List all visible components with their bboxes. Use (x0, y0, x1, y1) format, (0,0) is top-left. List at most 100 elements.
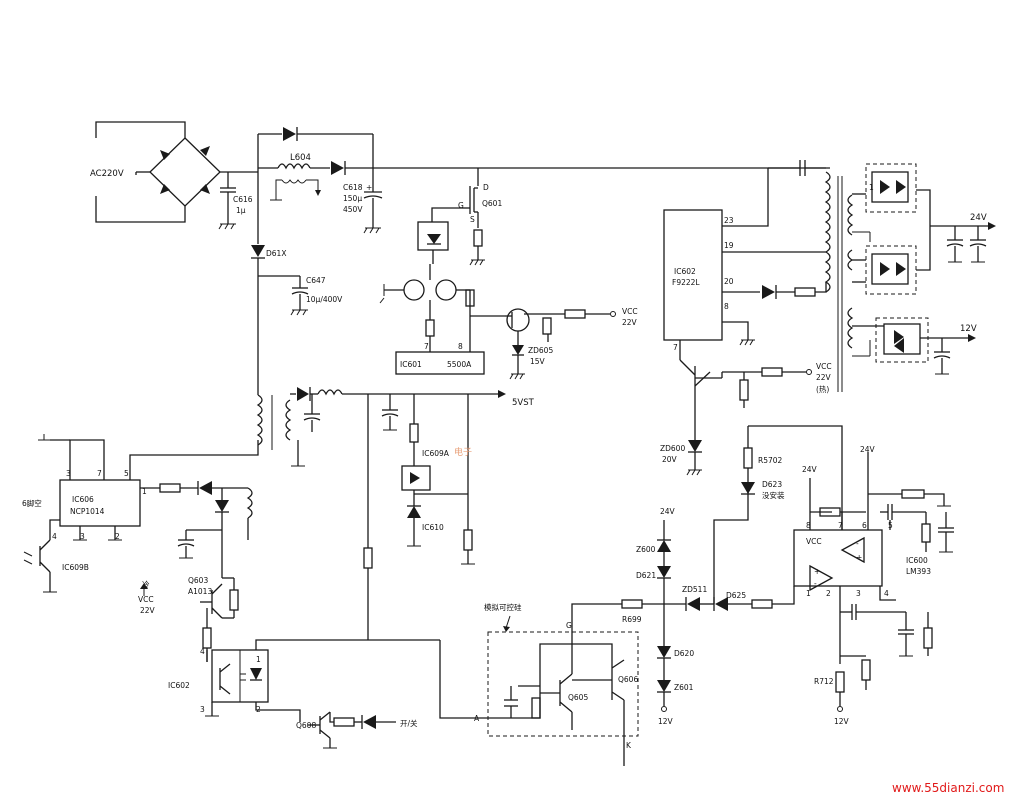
scr-a-label: A (474, 714, 480, 723)
rail-24v-mid: 24V (660, 507, 676, 516)
ic602b-label: IC602 (168, 681, 190, 690)
ic606-pin5: 5 (124, 469, 129, 478)
ic601-pin7: 7 (424, 342, 429, 351)
ic601-label: IC601 (400, 360, 422, 369)
q601-label: Q601 (482, 199, 502, 208)
d623-label: D623 (762, 480, 782, 489)
zd605-value: 15V (530, 357, 546, 366)
simulated-scr: 模拟可控硅 G A K Q605 Q606 (474, 602, 639, 766)
ac-input: AC220V (90, 121, 186, 223)
q603-circuit: Q603 A1013 冷 VCC 22V (138, 529, 239, 662)
vcc-cold-prefix: 冷 (142, 579, 150, 589)
q606-label: Q606 (618, 675, 638, 684)
standby-rail: 5VST IC609A IC610 (256, 387, 535, 640)
ic600-comparator: VCC 8 7 6 5 1 2 3 4 IC600 LM393 - + + - … (741, 425, 954, 726)
ic606-pin7: 7 (97, 469, 102, 478)
q605-label: Q605 (568, 693, 588, 702)
protection-chain: 24V Z600 D621 ZD511 D625 R699 D620 Z601 … (571, 490, 795, 726)
q601-mosfet: D G S Q601 (417, 168, 502, 266)
ic600-vcc: VCC (806, 537, 822, 546)
power-switch-label: 开/关 (400, 718, 418, 728)
ic601-pin8: 8 (458, 342, 463, 351)
out-24v-label: 24V (970, 213, 987, 223)
ic610-label: IC610 (422, 523, 444, 532)
ic600-pin2: 2 (826, 589, 831, 598)
svg-text:-: - (814, 579, 817, 588)
main-dc-rail: L604 C616 1μ + C618 150μ 450V (218, 127, 830, 234)
secondary-12v: 12V (852, 317, 977, 375)
ic606-pin3-top: 3 (66, 469, 71, 478)
ic602b-pin4: 4 (200, 647, 205, 656)
d620-label: D620 (674, 649, 694, 658)
scr-box-label: 模拟可控硅 (484, 602, 522, 612)
svg-text:-: - (856, 539, 859, 548)
rail-24v-ic600b: 24V (860, 445, 876, 454)
c616-label: C616 (233, 195, 253, 204)
ic602-pin8: 8 (724, 302, 729, 311)
scr-k-label: K (626, 741, 632, 750)
secondary-24v: 1 24V (852, 163, 996, 295)
d61x-label: D61X (266, 249, 286, 258)
rail-12v-bottom: 12V (834, 717, 850, 726)
l604-label: L604 (290, 153, 311, 163)
ic600-pin4: 4 (884, 589, 889, 598)
ic602-pin23: 23 (724, 216, 734, 225)
zd511-label: ZD511 (682, 585, 707, 594)
c647-value: 10μ/400V (306, 295, 343, 304)
svg-text:+: + (366, 183, 372, 192)
bridge-rectifier (135, 137, 258, 207)
ic601-part: 5500A (447, 360, 472, 369)
q601-gate: G (458, 201, 464, 210)
ic602b-pin3: 3 (200, 705, 205, 714)
svg-text:1: 1 (869, 183, 874, 192)
vcc-hot-value: 22V (816, 373, 832, 382)
ic600-pin8: 8 (806, 521, 811, 530)
ic601-controller: IC601 5500A 7 8 (379, 264, 485, 375)
z601-label: Z601 (674, 683, 694, 692)
ic606-part: NCP1014 (70, 507, 105, 516)
vcc-regulator-top: ZD605 15V VCC 22V (470, 307, 638, 380)
vcc-cold-label: VCC (138, 595, 154, 604)
svg-text:电子: 电子 (454, 446, 472, 458)
main-transformer (768, 160, 871, 392)
vcc-top-label: VCC (622, 307, 638, 316)
ic602-pin19: 19 (724, 241, 734, 250)
rail-5vst-label: 5VST (512, 398, 535, 408)
vcc-top-value: 22V (622, 318, 638, 327)
ic600-part: LM393 (906, 567, 931, 576)
zd605-label: ZD605 (528, 346, 553, 355)
ic602b-pin1: 1 (256, 655, 261, 664)
ic602-pin20: 20 (724, 277, 734, 286)
watermark-text: www.55dianzi.com (892, 781, 1004, 795)
ic602-pin7: 7 (673, 343, 678, 352)
zd600-label: ZD600 (660, 444, 685, 453)
c647-label: C647 (306, 276, 326, 285)
vcc-cold-value: 22V (140, 606, 156, 615)
scr-g-label: G (566, 621, 572, 630)
q608-label: Q608 (296, 721, 316, 730)
zd600-value: 20V (662, 455, 678, 464)
q603-label: Q603 (188, 576, 208, 585)
ic606-pin4: 4 (52, 532, 57, 541)
ic609a-label: IC609A (422, 449, 450, 458)
svg-text:+: + (856, 553, 862, 562)
ic600-pin6: 6 (862, 521, 867, 530)
c616-value: 1μ (236, 206, 246, 215)
ic609b-label: IC609B (62, 563, 89, 572)
ic602-label: IC602 (674, 267, 696, 276)
rail-24v-ic600: 24V (802, 465, 818, 474)
ic606-controller: IC606 NCP1014 3 7 5 4 1 3 2 6脚空 (22, 434, 259, 593)
q601-drain: D (483, 183, 489, 192)
ic606-label: IC606 (72, 495, 94, 504)
r712-label: R712 (814, 677, 834, 686)
ic606-pin3: 3 (80, 532, 85, 541)
c618-value2: 450V (343, 205, 363, 214)
q603-part: A1013 (188, 587, 212, 596)
ic602-controller: IC602 F9222L 23 19 20 8 7 VCC (660, 168, 832, 476)
ic600-pin7: 7 (838, 521, 843, 530)
r699-label: R699 (622, 615, 642, 624)
r5702-label: R5702 (758, 456, 783, 465)
ic606-pin2: 2 (115, 532, 120, 541)
vcc-hot-note: (热) (816, 384, 829, 394)
